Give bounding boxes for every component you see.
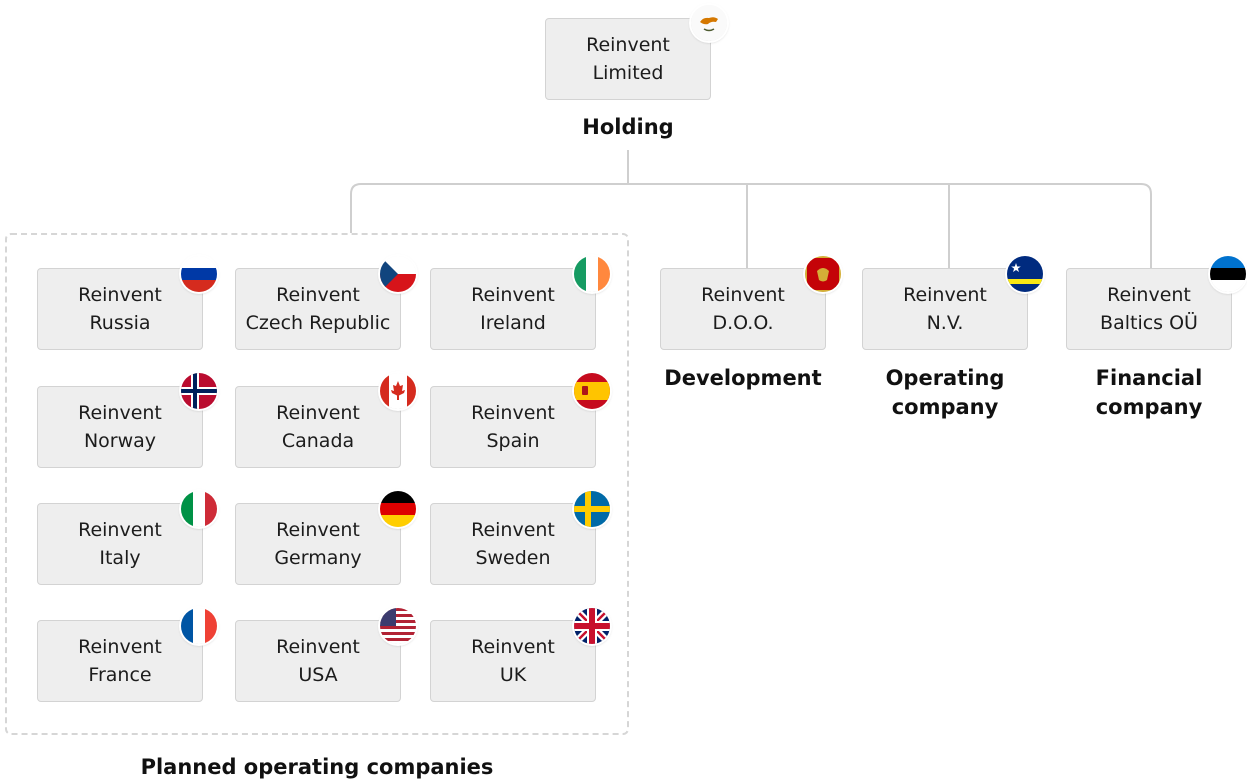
company-node-baltics[interactable]: Reinvent Baltics OÜ: [1066, 268, 1232, 350]
company-name-line2: France: [88, 664, 152, 686]
company-name-line1: Reinvent: [276, 636, 360, 658]
caption-line1: Financial: [1095, 366, 1203, 390]
company-name-line1: Reinvent: [78, 284, 162, 306]
company-name-line2: Ireland: [480, 312, 546, 334]
france-flag-icon: [181, 608, 217, 644]
company-name-line1: Reinvent: [471, 402, 555, 424]
sweden-flag-icon: [574, 491, 610, 527]
company-node-italy[interactable]: Reinvent Italy: [37, 503, 203, 585]
company-node-germany[interactable]: Reinvent Germany: [235, 503, 401, 585]
company-name-line2: Baltics OÜ: [1100, 312, 1198, 334]
company-name-line1: Reinvent: [276, 519, 360, 541]
company-node-spain[interactable]: Reinvent Spain: [430, 386, 596, 468]
cyprus-flag-icon: [691, 5, 727, 41]
company-name-line2: Czech Republic: [245, 312, 391, 334]
company-name-line2: Sweden: [475, 547, 551, 569]
russia-flag-icon: [181, 256, 217, 292]
company-node-sweden[interactable]: Reinvent Sweden: [430, 503, 596, 585]
company-name-line1: Reinvent: [276, 402, 360, 424]
curacao-flag-icon: [1007, 256, 1043, 292]
company-name-line1: Reinvent: [78, 519, 162, 541]
company-name-line1: Reinvent: [276, 284, 360, 306]
czech-flag-icon: [380, 256, 416, 292]
montenegro-flag-icon: [805, 256, 841, 292]
company-name-line2: Norway: [83, 430, 157, 452]
company-node-norway[interactable]: Reinvent Norway: [37, 386, 203, 468]
company-name-line2: UK: [499, 664, 527, 686]
caption-line2: company: [891, 395, 999, 419]
company-name-line1: Reinvent: [1107, 284, 1191, 306]
italy-flag-icon: [181, 491, 217, 527]
company-name-line2: Spain: [486, 430, 540, 452]
operating-company-caption: Operating company: [845, 364, 1045, 422]
company-node-canada[interactable]: Reinvent Canada: [235, 386, 401, 468]
caption-line1: Development: [664, 366, 822, 390]
development-caption: Development: [643, 364, 843, 393]
company-name-line2: N.V.: [926, 312, 964, 334]
horizontal-bus: [350, 183, 1152, 268]
company-node-uk[interactable]: Reinvent UK: [430, 620, 596, 702]
norway-flag-icon: [181, 373, 217, 409]
uk-flag-icon: [574, 608, 610, 644]
company-name-line2: USA: [298, 664, 338, 686]
company-name-line1: Reinvent: [903, 284, 987, 306]
company-node-ireland[interactable]: Reinvent Ireland: [430, 268, 596, 350]
ireland-flag-icon: [574, 256, 610, 292]
holding-caption: Holding: [582, 115, 674, 139]
planned-group-caption: Planned operating companies: [140, 755, 494, 779]
company-name-line1: Reinvent: [78, 636, 162, 658]
holding-name-line2: Limited: [592, 62, 664, 84]
company-node-russia[interactable]: Reinvent Russia: [37, 268, 203, 350]
company-node-doo[interactable]: Reinvent D.O.O.: [660, 268, 826, 350]
company-node-nv[interactable]: Reinvent N.V.: [862, 268, 1028, 350]
company-node-usa[interactable]: Reinvent USA: [235, 620, 401, 702]
company-name-line2: D.O.O.: [712, 312, 774, 334]
company-name-line1: Reinvent: [701, 284, 785, 306]
caption-line1: Operating: [885, 366, 1005, 390]
caption-line2: company: [1095, 395, 1203, 419]
spain-flag-icon: [574, 373, 610, 409]
company-node-france[interactable]: Reinvent France: [37, 620, 203, 702]
company-name-line1: Reinvent: [471, 636, 555, 658]
estonia-flag-icon: [1210, 256, 1246, 292]
germany-flag-icon: [380, 491, 416, 527]
canada-flag-icon: [380, 373, 416, 409]
company-name-line1: Reinvent: [78, 402, 162, 424]
company-name-line2: Canada: [281, 430, 355, 452]
holding-node[interactable]: Reinvent Limited: [545, 18, 711, 100]
holding-name-line1: Reinvent: [586, 34, 670, 56]
company-name-line1: Reinvent: [471, 284, 555, 306]
company-node-czech-republic[interactable]: Reinvent Czech Republic: [235, 268, 401, 350]
planned-companies-group: [5, 233, 629, 735]
company-name-line2: Russia: [89, 312, 151, 334]
company-name-line2: Germany: [274, 547, 362, 569]
company-name-line2: Italy: [99, 547, 141, 569]
financial-company-caption: Financial company: [1049, 364, 1247, 422]
usa-flag-icon: [380, 608, 416, 644]
company-name-line1: Reinvent: [471, 519, 555, 541]
